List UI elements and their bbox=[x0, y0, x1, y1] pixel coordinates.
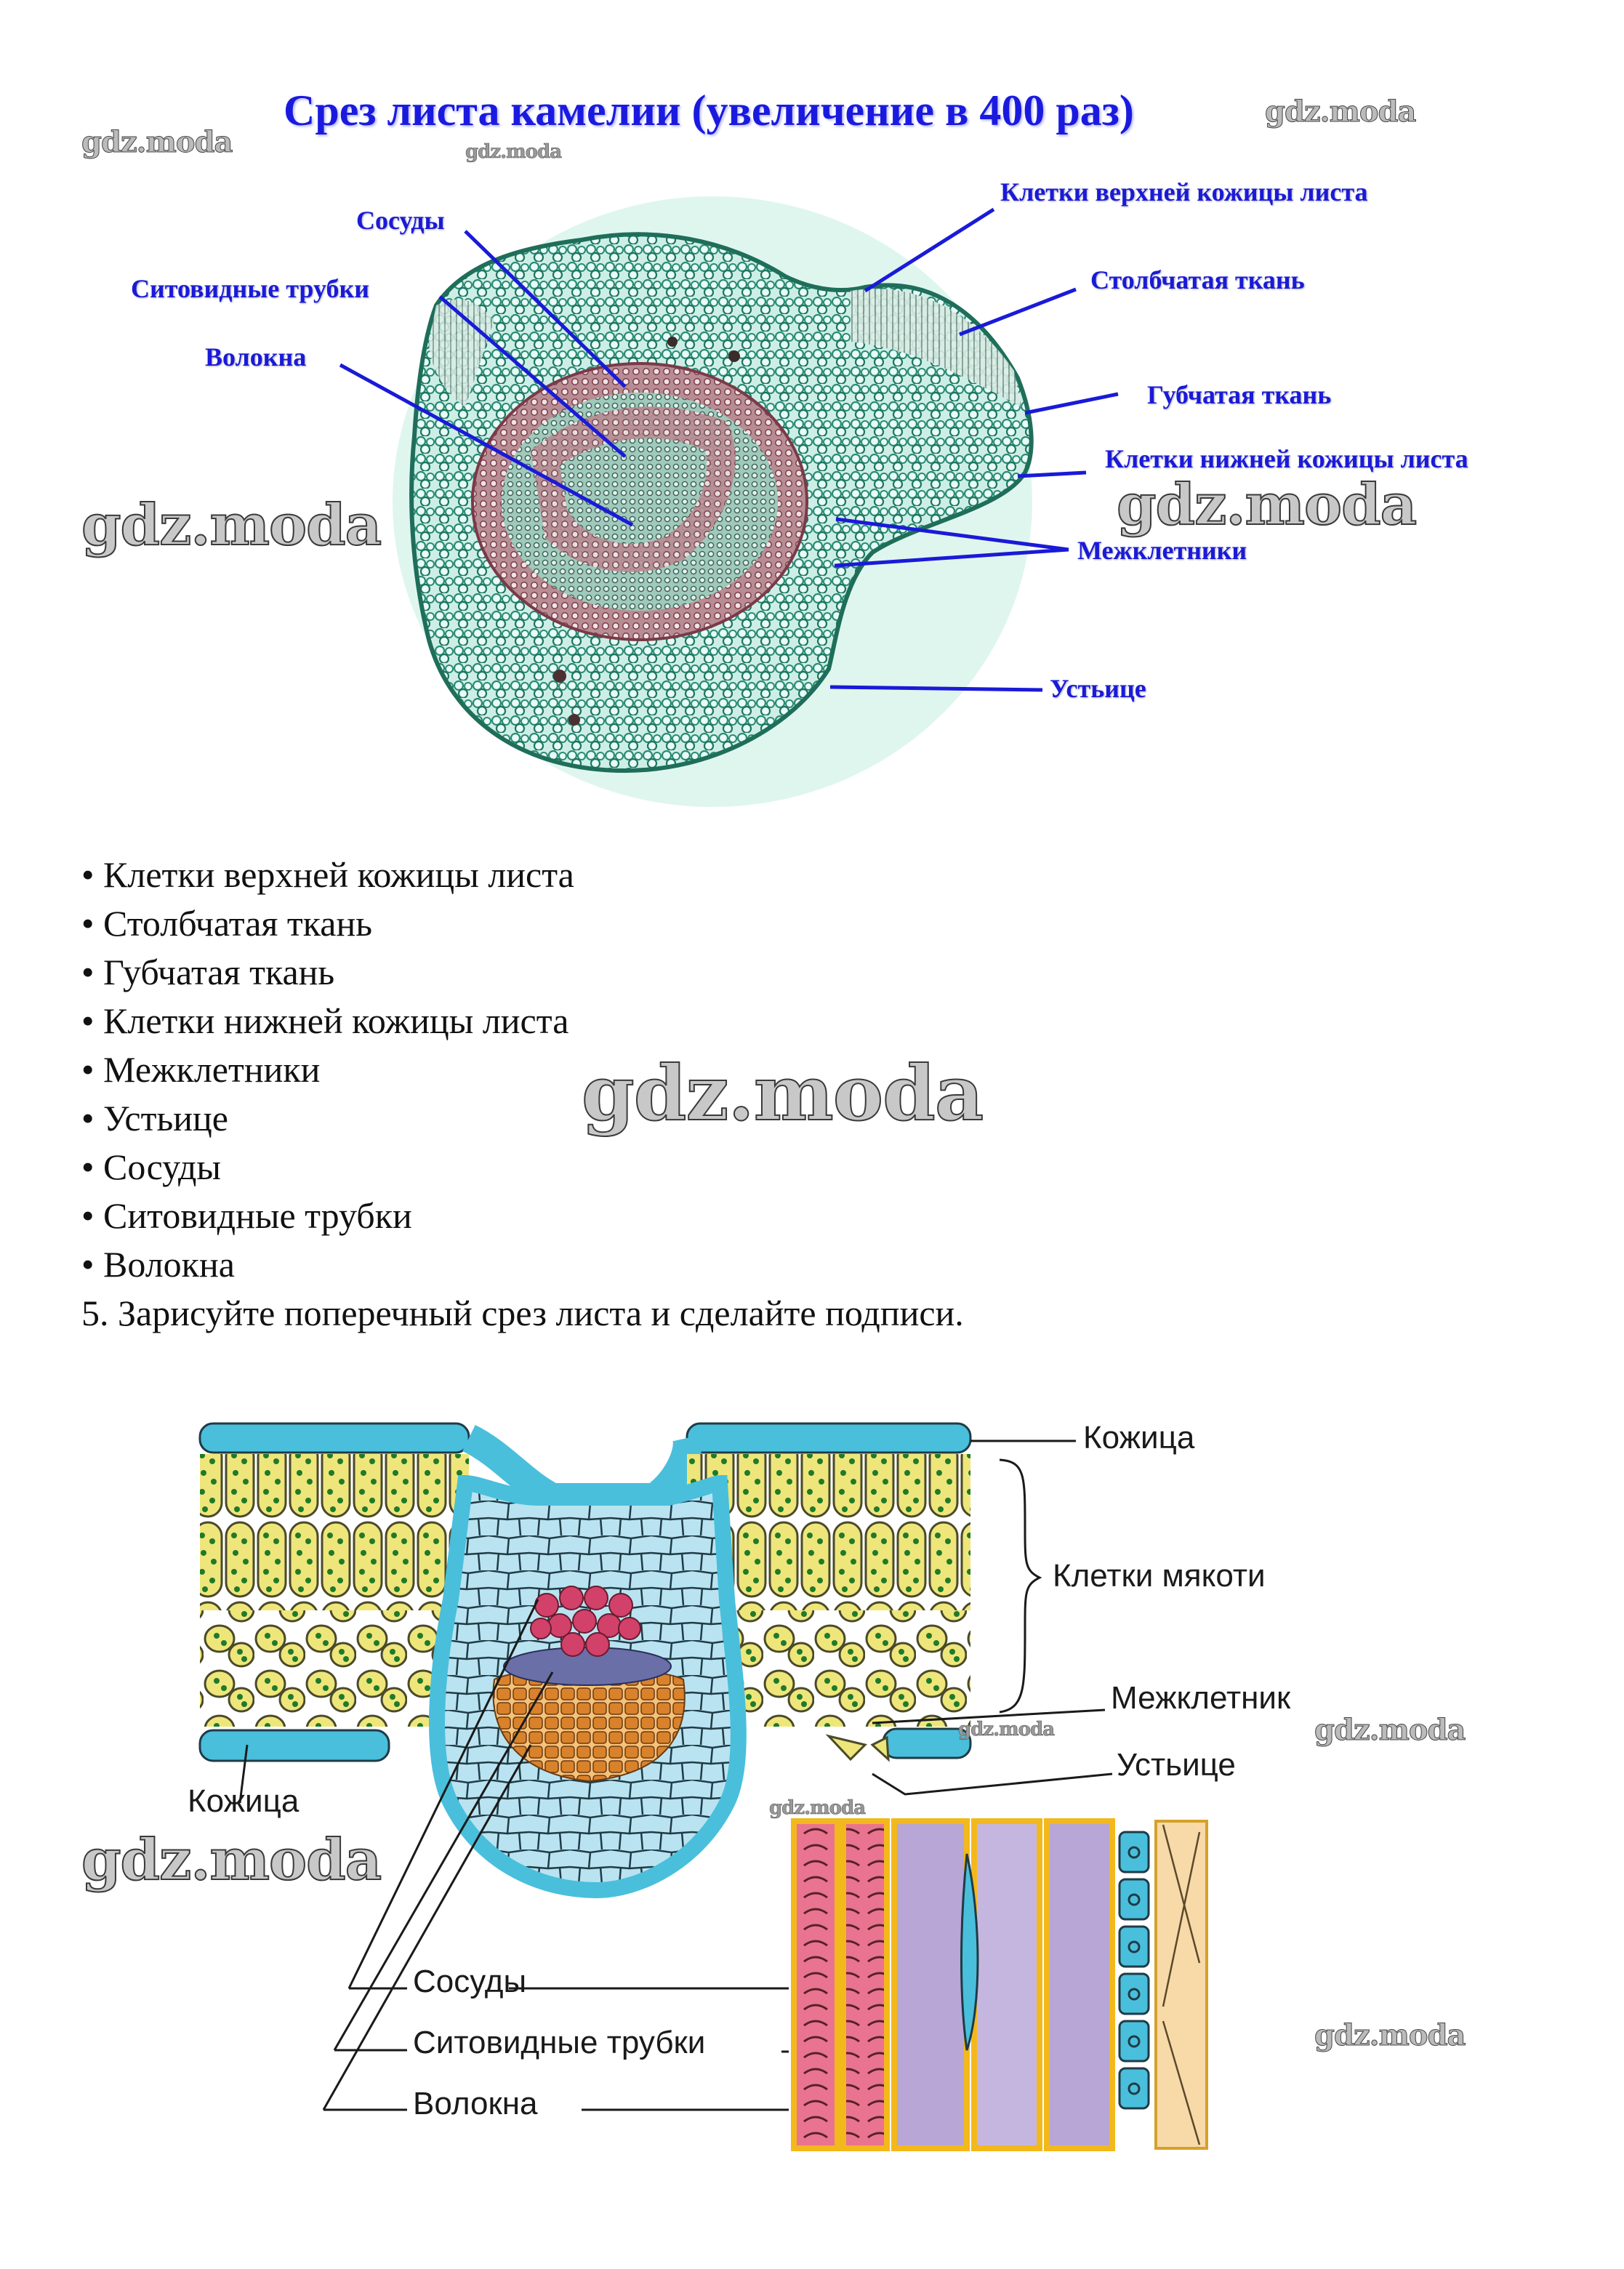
sieve-tube-1 bbox=[891, 1818, 970, 2151]
list-item: • Ситовидные трубки bbox=[81, 1195, 412, 1236]
watermark: gdz.moda bbox=[465, 141, 563, 163]
lower-epidermis-right bbox=[882, 1727, 972, 1759]
figure1-title: Срез листа камелии (увеличение в 400 раз… bbox=[284, 87, 1134, 134]
label-vessels: Сосуды bbox=[356, 206, 445, 235]
watermark: gdz.moda bbox=[1116, 472, 1418, 538]
spongy-left bbox=[200, 1610, 476, 1727]
vascular-bundle bbox=[492, 1586, 686, 1783]
upper-epidermis bbox=[198, 1422, 972, 1512]
watermark: gdz.moda bbox=[81, 125, 233, 159]
list-item: • Устьице bbox=[81, 1098, 228, 1138]
companion-cells bbox=[1118, 1831, 1150, 2110]
watermark: gdz.moda bbox=[1314, 1713, 1466, 1747]
answer-list: • Клетки верхней кожицы листа • Столбчат… bbox=[81, 851, 964, 1338]
label-epidermis-top: Кожица bbox=[1083, 1420, 1195, 1455]
list-item: • Сосуды bbox=[81, 1146, 222, 1187]
list-item: • Столбчатая ткань bbox=[81, 903, 373, 944]
longitudinal-panel bbox=[789, 1818, 1208, 2151]
label-stoma: Устьице bbox=[1117, 1747, 1236, 1783]
midrib bbox=[429, 1474, 747, 1899]
label-spongy: Губчатая ткань bbox=[1147, 380, 1332, 409]
list-item: • Клетки верхней кожицы листа bbox=[81, 854, 574, 895]
label-sieve-tubes: Ситовидные трубки bbox=[413, 2025, 706, 2060]
xylem-vessels bbox=[530, 1586, 641, 1657]
pointer-lines bbox=[339, 207, 1119, 692]
spongy-right bbox=[680, 1610, 970, 1727]
task-5: 5. Зарисуйте поперечный срез листа и сде… bbox=[81, 1293, 964, 1333]
watermark: gdz.moda bbox=[958, 1719, 1056, 1740]
label-fibers: Волокна bbox=[413, 2086, 538, 2121]
sieve-tube-3 bbox=[1044, 1818, 1115, 2151]
list-item: • Волокна bbox=[81, 1244, 235, 1285]
lower-epidermis-left bbox=[198, 1729, 390, 1762]
watermark: gdz.moda bbox=[1314, 2018, 1466, 2052]
label-mesophyll: Клетки мякоти bbox=[1053, 1558, 1266, 1594]
label-epidermis-bottom: Кожица bbox=[188, 1783, 300, 1819]
label-vessels: Сосуды bbox=[413, 1964, 527, 1999]
watermark: gdz.moda bbox=[81, 1827, 382, 1893]
label-intercellular: Межклетники bbox=[1077, 536, 1247, 565]
label-fibers: Волокна bbox=[205, 342, 307, 372]
list-item: • Межклетники bbox=[81, 1049, 321, 1090]
watermark: gdz.moda bbox=[581, 1048, 984, 1138]
sieve-tube-2 bbox=[971, 1818, 1042, 2151]
label-lower-epidermis: Клетки нижней кожицы листа bbox=[1105, 444, 1468, 473]
spiral-vessel-1 bbox=[791, 1818, 840, 2151]
camellia-leaf-micrograph bbox=[339, 196, 1119, 807]
fiber-cells bbox=[1154, 1820, 1208, 2150]
watermark: gdz.moda bbox=[81, 492, 382, 558]
pointer-lines-fig2 bbox=[238, 1439, 1207, 2111]
label-stoma: Устьице bbox=[1050, 674, 1146, 703]
label-intercellular: Межклетник bbox=[1111, 1680, 1291, 1716]
label-sieve-tubes: Ситовидные трубки bbox=[131, 274, 369, 303]
watermark: gdz.moda bbox=[769, 1797, 867, 1819]
label-upper-epidermis: Клетки верхней кожицы листа bbox=[1000, 177, 1368, 206]
spiral-vessel-2 bbox=[840, 1818, 890, 2151]
list-item: • Губчатая ткань bbox=[81, 952, 335, 992]
palisade-right bbox=[687, 1454, 970, 1610]
list-item: • Клетки нижней кожицы листа bbox=[81, 1000, 569, 1041]
watermark: gdz.moda bbox=[1264, 95, 1416, 129]
guard-cell-left bbox=[825, 1734, 867, 1762]
label-palisade: Столбчатая ткань bbox=[1090, 265, 1305, 294]
guard-cell-right bbox=[870, 1735, 890, 1762]
palisade-left bbox=[200, 1454, 469, 1610]
